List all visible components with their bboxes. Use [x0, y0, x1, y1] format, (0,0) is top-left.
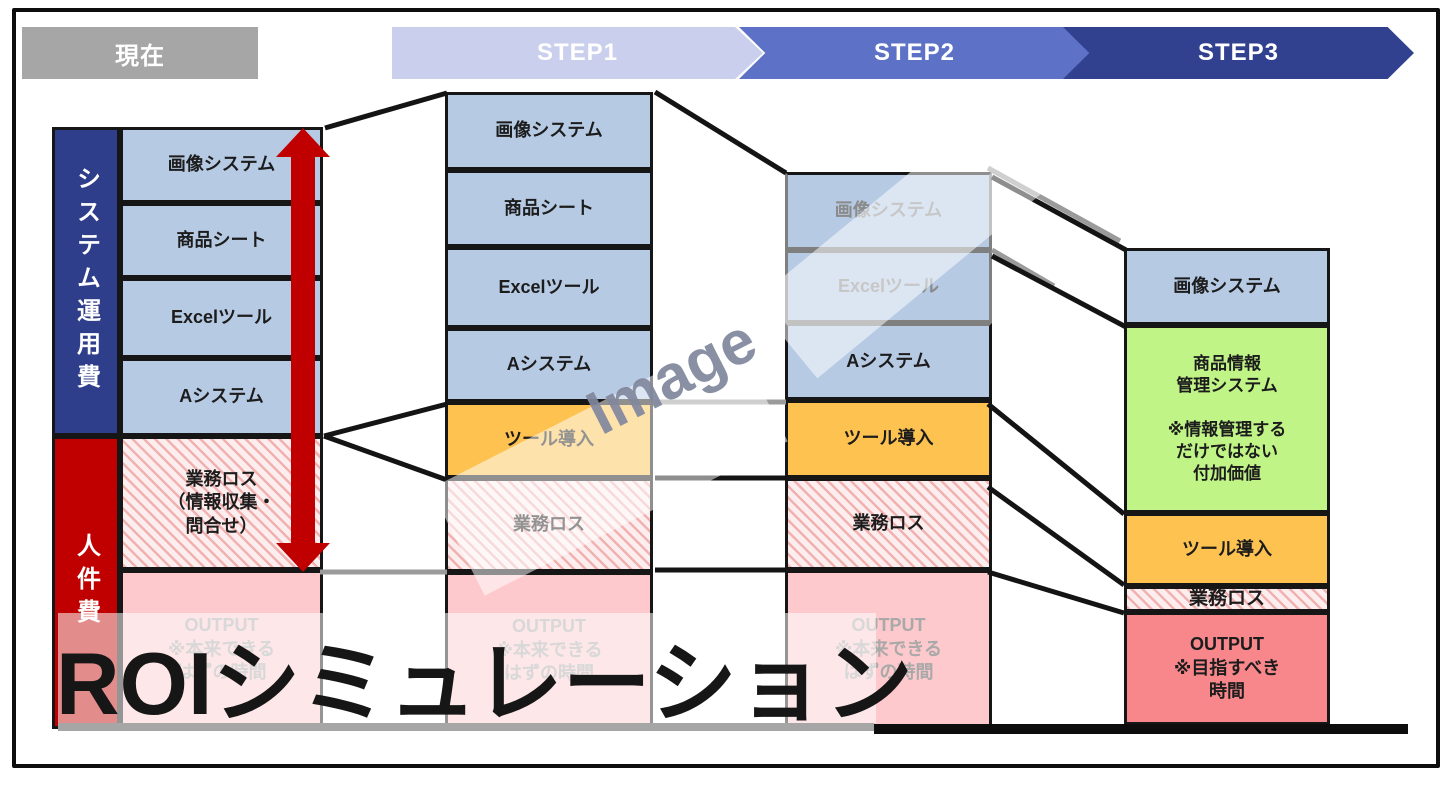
current-a-system-box: Aシステム: [120, 358, 323, 436]
header-step3: STEP3: [1063, 27, 1414, 79]
header-step1: STEP1: [392, 27, 763, 79]
step1-excel-tool-box: Excelツール: [445, 247, 653, 328]
axis-system-cost: システム運用費: [52, 127, 120, 436]
step1-product-sheet-box: 商品シート: [445, 170, 653, 247]
baseline-gray: [58, 723, 874, 731]
step3-pim-system-box: 商品情報 管理システム ※情報管理する だけではない 付加価値: [1124, 325, 1330, 513]
step1-image-system-box: 画像システム: [445, 92, 653, 170]
header-step2: STEP2: [739, 27, 1090, 79]
roi-title: ROIシミュレーション: [56, 634, 913, 733]
diagram-border: [12, 8, 1440, 768]
step2-tool-install-box: ツール導入: [785, 400, 992, 478]
step3-tool-install-box: ツール導入: [1124, 513, 1330, 586]
step2-work-loss-box: 業務ロス: [785, 478, 992, 570]
connector-gray-mid-step2-step3: [990, 247, 1056, 289]
connector-green-top-step2-step3: [990, 253, 1128, 330]
step1-a-system-box: Aシステム: [445, 328, 653, 402]
connector-asystem-toolbottom-current-step1: [323, 433, 448, 483]
connector-tool-bottom-step2-step3: [986, 484, 1126, 588]
current-product-sheet-box: 商品シート: [120, 203, 323, 278]
current-image-system-box: 画像システム: [120, 127, 323, 203]
step3-image-system-box: 画像システム: [1124, 248, 1330, 325]
step3-output-box: OUTPUT ※目指すべき 時間: [1124, 612, 1330, 725]
step3-work-loss-box: 業務ロス: [1124, 586, 1330, 612]
current-excel-tool-box: Excelツール: [120, 278, 323, 358]
connector-top-step1-step2: [653, 89, 788, 176]
header-current: 現在: [22, 27, 258, 79]
red-range-arrow: [276, 128, 330, 572]
connector-asystem-tooltop-current-step1: [323, 401, 448, 439]
connector-loss-bottom-step2-step3: [987, 569, 1125, 616]
baseline-black: [874, 724, 1408, 734]
connector-tool-top-step2-step3: [986, 402, 1126, 516]
connector-top-current-step1: [324, 90, 448, 131]
watermark-bottom-band: [58, 613, 876, 723]
